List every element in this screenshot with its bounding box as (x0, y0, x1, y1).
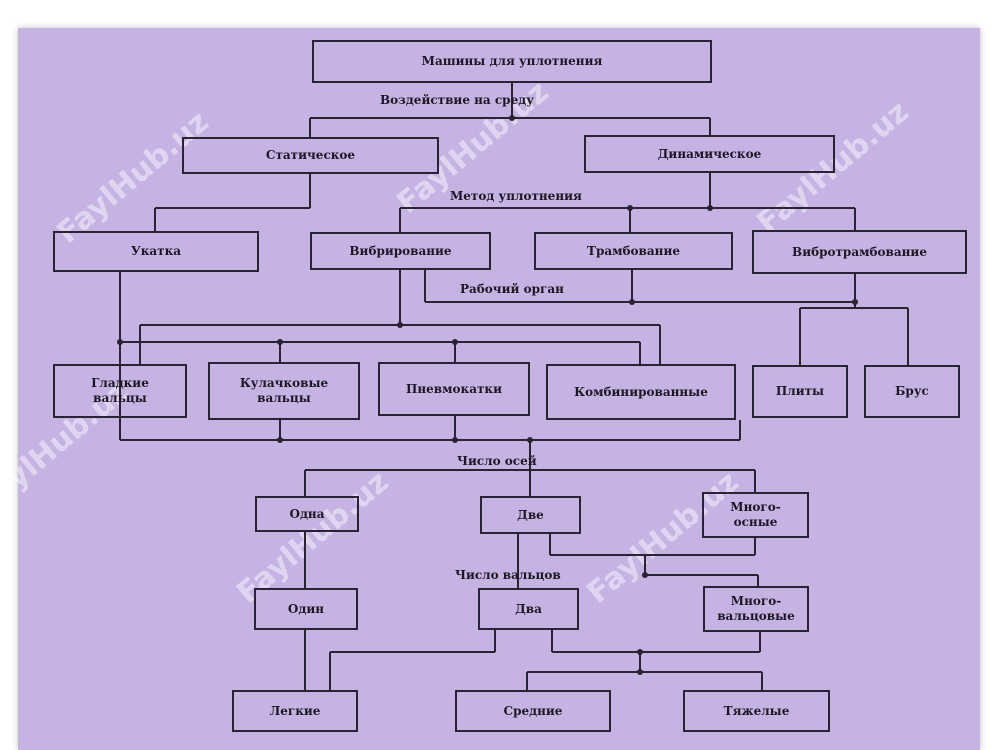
label-method: Метод уплотнения (450, 189, 582, 203)
label-working-organ: Рабочий орган (460, 282, 564, 296)
node-kulachkovye-valtsy: Кулачковые вальцы (208, 362, 360, 420)
node-pnevmokatki: Пневмокатки (378, 362, 530, 416)
node-dve: Две (480, 496, 581, 534)
node-mnogoosnye: Много- осные (702, 492, 809, 538)
node-plity: Плиты (752, 365, 848, 418)
label-impact: Воздействие на среду (380, 93, 534, 107)
node-mnogovaltsovye: Много- вальцовые (703, 586, 809, 632)
node-odin: Один (254, 588, 358, 630)
node-ukatka: Укатка (53, 231, 259, 272)
node-static: Статическое (182, 137, 439, 174)
node-root: Машины для уплотнения (312, 40, 712, 83)
node-trambovanie: Трамбование (534, 232, 733, 270)
label-axes: Число осей (457, 454, 537, 468)
node-dynamic: Динамическое (584, 135, 835, 173)
node-tyazhelye: Тяжелые (683, 690, 830, 732)
node-legkie: Легкие (232, 690, 358, 732)
node-gladkie-valtsy: Гладкие вальцы (53, 364, 187, 418)
node-odna: Одна (255, 496, 359, 532)
label-rollers: Число вальцов (455, 568, 561, 582)
node-vibrotrambovanie: Вибротрамбование (752, 230, 967, 274)
node-srednie: Средние (455, 690, 611, 732)
node-vibrirovanie: Вибрирование (310, 232, 491, 270)
node-dva: Два (478, 588, 579, 630)
node-kombinirovannye: Комбинированные (546, 364, 736, 420)
node-brus: Брус (864, 365, 960, 418)
